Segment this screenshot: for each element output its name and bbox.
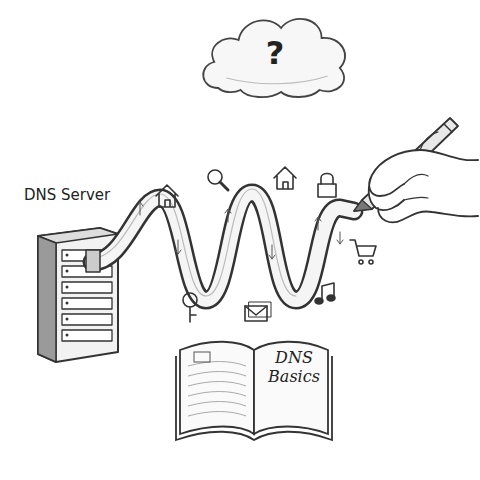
book-title: DNS Basics [262,348,326,386]
server-label: DNS Server [24,186,110,204]
question-mark: ? [196,34,354,72]
book-outline [170,330,338,446]
cloud-bubble: ? [196,6,354,104]
server-node: DNS Server [24,186,128,364]
book-node: DNS Basics [170,330,338,446]
